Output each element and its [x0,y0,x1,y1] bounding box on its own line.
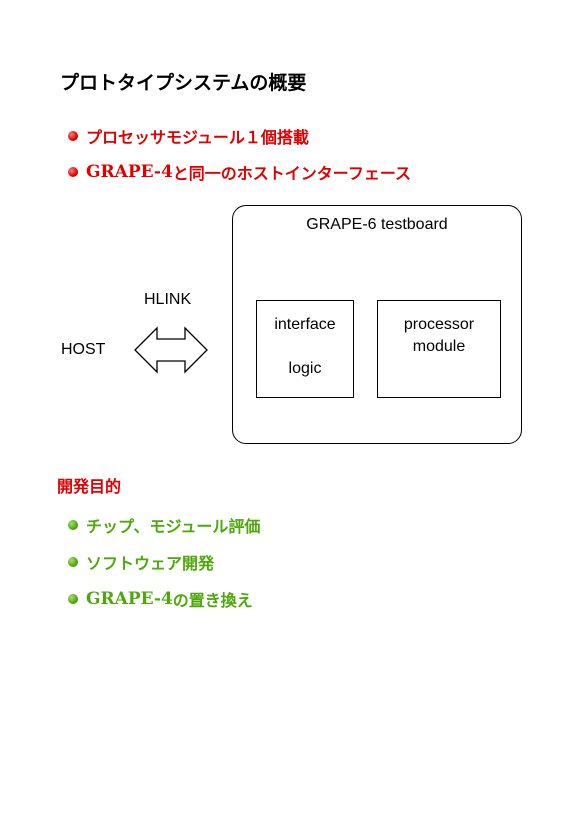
bullet-icon [68,167,78,177]
purpose-item-3: GRAPE-4 の置き換え [68,587,253,611]
feature-text: と同一のホストインターフェース [172,164,412,183]
feature-prefix: GRAPE-4 [86,162,173,182]
module-line: module [412,338,466,355]
feature-item-1: プロセッサモジュール１個搭載 [68,124,309,148]
testboard-box [232,205,522,444]
feature-text: プロセッサモジュール１個搭載 [86,128,309,147]
purpose-heading: 開発目的 [57,477,122,496]
module-line: processor [403,316,475,333]
bullet-icon [68,131,78,141]
testboard-title: GRAPE-6 testboard [306,216,448,233]
module-line: logic [288,360,322,377]
module-line: interface [274,316,336,333]
purpose-text: チップ、モジュール評価 [86,517,261,536]
page-title: プロトタイプシステムの概要 [60,72,307,94]
purpose-prefix: GRAPE-4 [86,589,173,609]
feature-item-2: GRAPE-4 と同一のホストインターフェース [68,160,411,184]
purpose-item-1: チップ、モジュール評価 [68,513,260,537]
interface-logic-box: interface logic [256,300,354,398]
purpose-text: ソフトウェア開発 [86,554,215,573]
processor-module-box: processor module [377,300,501,398]
double-arrow-icon [134,326,208,374]
host-label: HOST [61,341,106,358]
hlink-label: HLINK [144,291,192,308]
bullet-icon [68,557,78,567]
bullet-icon [68,594,78,604]
purpose-text: の置き換え [172,591,253,610]
purpose-item-2: ソフトウェア開発 [68,550,214,574]
bullet-icon [68,520,78,530]
